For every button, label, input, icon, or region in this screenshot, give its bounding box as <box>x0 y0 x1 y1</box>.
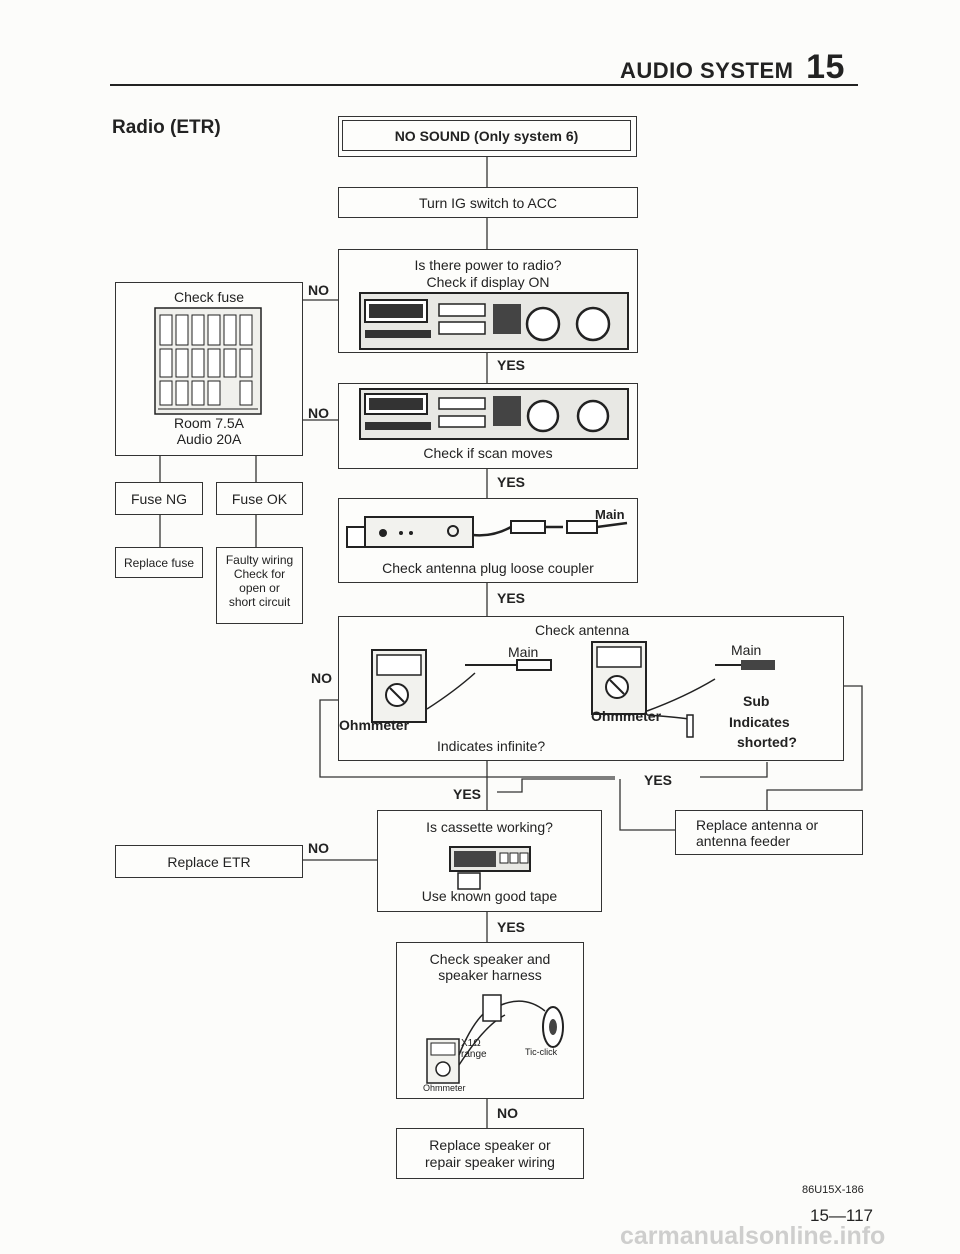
replace-etr-box: Replace ETR <box>115 845 303 878</box>
fuse-ok-box: Fuse OK <box>216 482 303 515</box>
no-label-power: NO <box>308 282 329 298</box>
check-fuse-title: Check fuse <box>173 289 245 305</box>
indicates-label: Indicates <box>729 714 790 730</box>
speaker-test-illustration <box>426 994 564 1084</box>
step-ig-switch-label: Turn IG switch to ACC <box>419 194 557 211</box>
radio-unit-illustration <box>359 292 629 350</box>
speaker-line1: Check speaker and <box>429 951 551 967</box>
step-ig-switch: Turn IG switch to ACC <box>338 187 638 218</box>
page-title: Radio (ETR) <box>112 117 221 138</box>
faulty-wiring-box: Faulty wiring Check for open or short ci… <box>216 547 303 624</box>
start-label: NO SOUND (Only system 6) <box>394 127 579 144</box>
fuse-ok-label: Fuse OK <box>231 490 288 507</box>
antenna-plug-illustration <box>346 516 628 548</box>
fuse-room-label: Room 7.5A <box>173 415 245 431</box>
final-line2: repair speaker wiring <box>425 1154 555 1170</box>
fuse-block-illustration <box>154 307 262 415</box>
start-box-inner: NO SOUND (Only system 6) <box>342 120 631 151</box>
speaker-line2: speaker harness <box>438 967 542 983</box>
no-label-speaker: NO <box>497 1105 518 1121</box>
check-fuse-box: Check fuse Room 7.5A Audio 20A <box>115 282 303 456</box>
cassette-question: Is cassette working? <box>426 819 553 835</box>
step-scan-label: Check if scan moves <box>423 445 553 461</box>
range-label-2: range <box>461 1049 487 1060</box>
no-label-cassette: NO <box>308 840 329 856</box>
step-check-antenna: Check antenna Main Ohmmeter Indicates in… <box>338 616 844 761</box>
step-speaker: Check speaker and speaker harness X1Ω ra… <box>396 942 584 1099</box>
fuse-ng-label: Fuse NG <box>130 490 187 507</box>
ohmmeter-right-label: Ohmmeter <box>591 708 662 724</box>
yes-label-infinite: YES <box>453 786 482 802</box>
step-antenna-plug-label: Check antenna plug loose coupler <box>382 560 594 576</box>
probe-leads-left <box>426 659 552 710</box>
step-cassette: Is cassette working? Use known good tape <box>377 810 602 912</box>
sub-label: Sub <box>743 693 770 709</box>
indicates-infinite-label: Indicates infinite? <box>437 738 546 754</box>
yes-label-power: YES <box>497 357 526 373</box>
replace-antenna-line2: antenna feeder <box>696 833 791 849</box>
ohmmeter-right-icon <box>591 641 647 715</box>
speaker-ohmmeter-label: Ohmmeter <box>423 1083 466 1093</box>
section-header: AUDIO SYSTEM 15 <box>620 48 845 87</box>
yes-label-plug: YES <box>497 590 526 606</box>
radio-unit-illustration-scan <box>359 388 629 440</box>
faulty-l3: open or <box>239 581 280 595</box>
range-label-1: X1Ω <box>461 1038 481 1049</box>
main-right-label: Main <box>731 642 762 658</box>
main-left-label: Main <box>508 644 539 660</box>
start-box: NO SOUND (Only system 6) <box>338 116 637 157</box>
step-power-line1: Is there power to radio? <box>414 257 562 273</box>
yes-label-shorted: YES <box>644 772 673 788</box>
step-antenna-plug: Main Check antenna plug loose coupler <box>338 498 638 583</box>
faulty-l4: short circuit <box>228 595 291 609</box>
cassette-note: Use known good tape <box>421 888 558 904</box>
replace-fuse-label: Replace fuse <box>123 555 195 570</box>
section-title: AUDIO SYSTEM <box>620 58 794 83</box>
faulty-l1: Faulty wiring <box>225 553 294 567</box>
header-rule <box>110 84 858 86</box>
replace-antenna-line1: Replace antenna or <box>696 817 819 833</box>
replace-fuse-box: Replace fuse <box>115 547 203 578</box>
step4-main-label: Main <box>595 507 625 522</box>
cassette-deck-illustration <box>449 846 531 890</box>
fuse-ng-box: Fuse NG <box>115 482 203 515</box>
probe-leads-right <box>646 660 775 738</box>
section-number: 15 <box>806 48 845 86</box>
final-replace-speaker: Replace speaker or repair speaker wiring <box>396 1128 584 1179</box>
step-scan-check: Check if scan moves <box>338 383 638 469</box>
page-number: 15—117 <box>810 1206 874 1225</box>
watermark: carmanualsonline.info <box>620 1222 886 1250</box>
step-power-line2: Check if display ON <box>426 274 550 290</box>
step-power-check: Is there power to radio? Check if displa… <box>338 249 638 353</box>
final-line1: Replace speaker or <box>429 1137 551 1153</box>
figure-code: 86U15X-186 <box>802 1184 864 1196</box>
replace-antenna-box: Replace antenna or antenna feeder <box>675 810 863 855</box>
shorted-label: shorted? <box>737 734 797 750</box>
ohmmeter-left-label: Ohmmeter <box>339 717 410 733</box>
no-label-antenna: NO <box>311 670 332 686</box>
yes-label-cassette: YES <box>497 919 526 935</box>
no-label-scan: NO <box>308 405 329 421</box>
ohmmeter-left-icon <box>371 649 427 723</box>
tic-click-label: Tic-click <box>525 1047 558 1057</box>
faulty-l2: Check for <box>233 567 286 581</box>
fuse-audio-label: Audio 20A <box>176 431 242 447</box>
check-antenna-title: Check antenna <box>535 622 630 638</box>
yes-label-scan: YES <box>497 474 526 490</box>
replace-etr-label: Replace ETR <box>167 853 251 870</box>
